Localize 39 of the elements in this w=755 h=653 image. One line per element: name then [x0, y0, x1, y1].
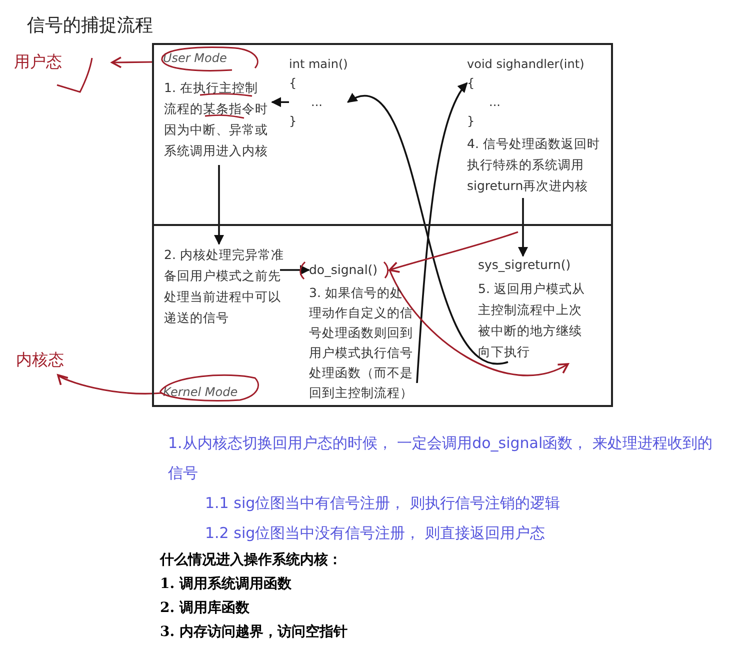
annotation-arrow [111, 56, 152, 68]
step-text: 5. 返回用户模式从主控制流程中上次被中断的地方继续向下执行 [478, 278, 594, 362]
step-text: 2. 内核处理完异常准备回用户模式之前先处理当前进程中可以递送的信号 [164, 244, 288, 328]
note-text: 什么情况进入操作系统内核： [160, 551, 343, 570]
arrow [416, 82, 468, 384]
code-line: { [467, 75, 475, 92]
code-line: } [467, 113, 475, 130]
step-text: 1. 在执行主控制流程的某条指令时因为中断、异常或系统调用进入内核 [164, 77, 270, 161]
mode-region [152, 43, 613, 226]
note-text: 1.2 sig位图当中没有信号注册， 则直接返回用户态 [205, 523, 546, 544]
arrow [271, 97, 289, 108]
mode-region [152, 224, 613, 407]
code-line: { [289, 75, 297, 92]
annotation-text: 用户态 [14, 52, 62, 73]
mode-label: Kernel Mode [163, 385, 238, 399]
code-line: } [289, 113, 297, 130]
function-name: do_signal() [309, 261, 378, 279]
note-text: 1.1 sig位图当中有信号注册， 则执行信号注销的逻辑 [205, 493, 561, 514]
mode-label: User Mode [163, 51, 227, 65]
arrow [280, 265, 310, 275]
arrow [518, 198, 528, 257]
step-text: 3. 如果信号的处理动作自定义的信号处理函数则回到用户模式执行信号处理函数（而不是回到主控制流程） [309, 283, 413, 403]
note-text: 3. 内存访问越界，访问空指针 [160, 622, 348, 642]
annotation-arrow [57, 374, 162, 394]
note-text: 1.从内核态切换回用户态的时候， 一定会调用do_signal函数， 来处理进程收到的信号 [168, 433, 714, 484]
code-line: ... [488, 94, 500, 111]
diagram-title: 信号的捕捉流程 [27, 14, 153, 37]
note-text: 2. 调用库函数 [160, 598, 250, 618]
arrow [346, 94, 508, 363]
code-line: ... [310, 94, 322, 111]
step-text: 4. 信号处理函数返回时执行特殊的系统调用sigreturn再次进内核 [467, 133, 603, 196]
function-name: sys_sigreturn() [478, 256, 571, 274]
annotation-text: 内核态 [16, 350, 64, 371]
code-line: int main() [289, 56, 348, 73]
annotation-arrow [388, 270, 569, 376]
note-text: 1. 调用系统调用函数 [160, 575, 292, 594]
annotation-arrow [388, 231, 518, 273]
arrow [214, 165, 224, 245]
code-line: void sighandler(int) [467, 56, 584, 73]
